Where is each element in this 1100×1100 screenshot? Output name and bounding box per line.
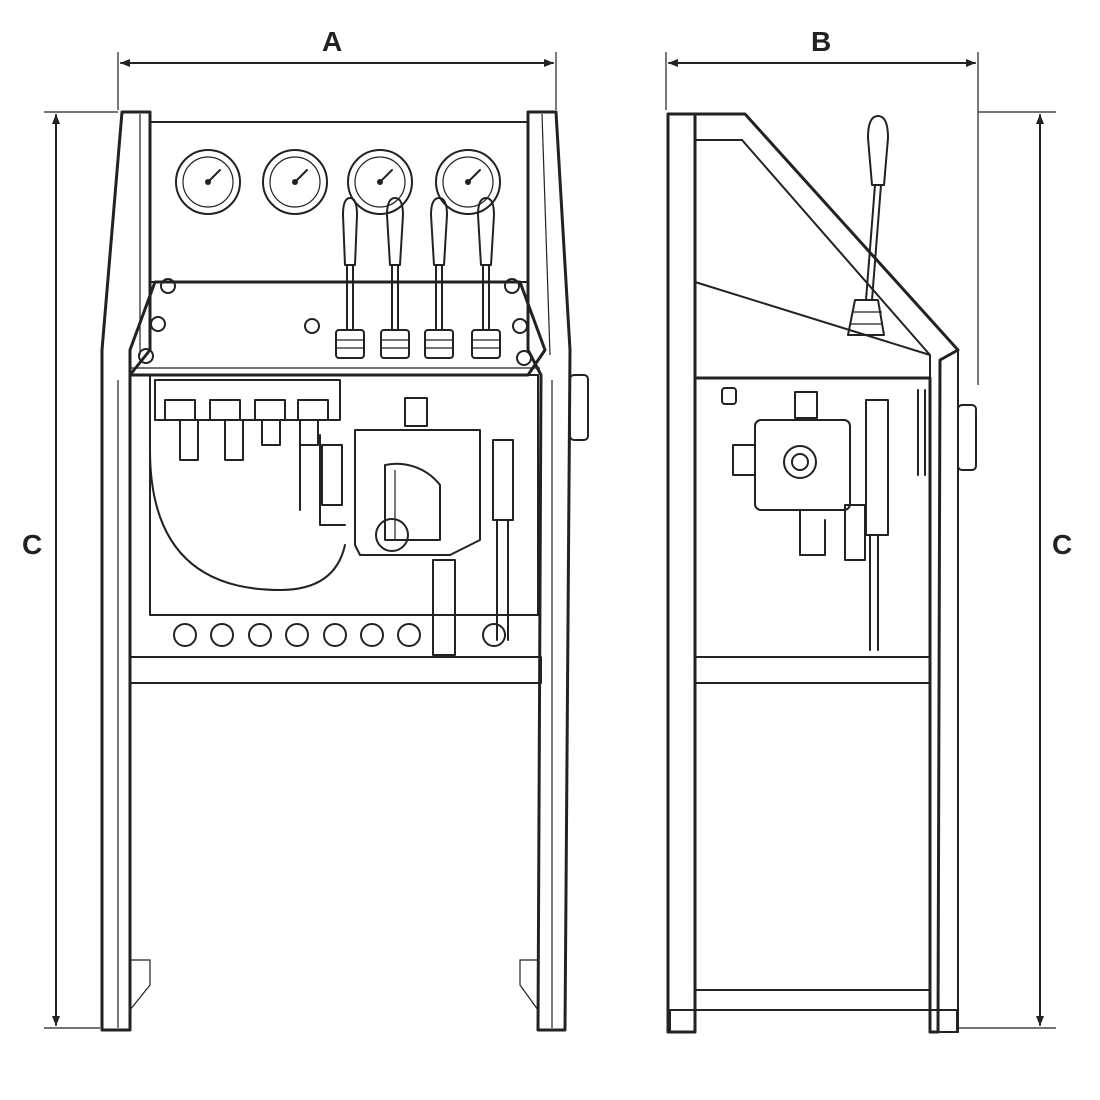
control-lever-4 — [471, 197, 501, 359]
front-right-foot — [519, 959, 539, 1011]
pressure-gauge-1 — [175, 149, 241, 215]
front-side-fitting — [569, 374, 589, 441]
dimension-c-right — [958, 111, 1056, 1029]
pressure-gauge-4 — [435, 149, 501, 215]
control-lever-1 — [335, 197, 365, 359]
side-control-lever — [847, 115, 889, 336]
front-left-post — [100, 110, 152, 1032]
front-left-foot — [129, 959, 151, 1011]
bottom-fittings — [173, 623, 506, 647]
side-pump-assembly — [721, 387, 926, 651]
dimension-c-left — [44, 111, 118, 1029]
dimension-c-right-label: C — [1052, 529, 1073, 560]
front-view — [100, 110, 589, 1032]
side-view — [666, 112, 977, 1034]
pressure-gauge-3 — [347, 149, 413, 215]
front-crossbar — [129, 656, 542, 684]
side-front-post — [666, 112, 697, 1034]
side-slanted-plate — [694, 281, 931, 379]
front-tubing — [149, 434, 514, 656]
pump-assembly — [354, 397, 481, 556]
dimension-c-left-label: C — [22, 529, 43, 560]
front-inner-frame — [149, 374, 539, 616]
dimension-a — [117, 52, 557, 110]
side-rear-post — [693, 112, 960, 1034]
control-lever-2 — [380, 197, 410, 359]
dimension-b-label: B — [811, 26, 832, 57]
pressure-gauge-2 — [262, 149, 328, 215]
side-crossbar — [694, 656, 931, 684]
gauge-panel — [149, 121, 529, 283]
dimension-a-label: A — [322, 26, 343, 57]
dimension-b — [665, 52, 979, 385]
side-side-fitting — [957, 404, 977, 471]
front-right-post — [526, 110, 572, 1032]
plate-bolts — [138, 278, 532, 366]
control-lever-3 — [424, 197, 454, 359]
valve-bank — [154, 379, 341, 461]
